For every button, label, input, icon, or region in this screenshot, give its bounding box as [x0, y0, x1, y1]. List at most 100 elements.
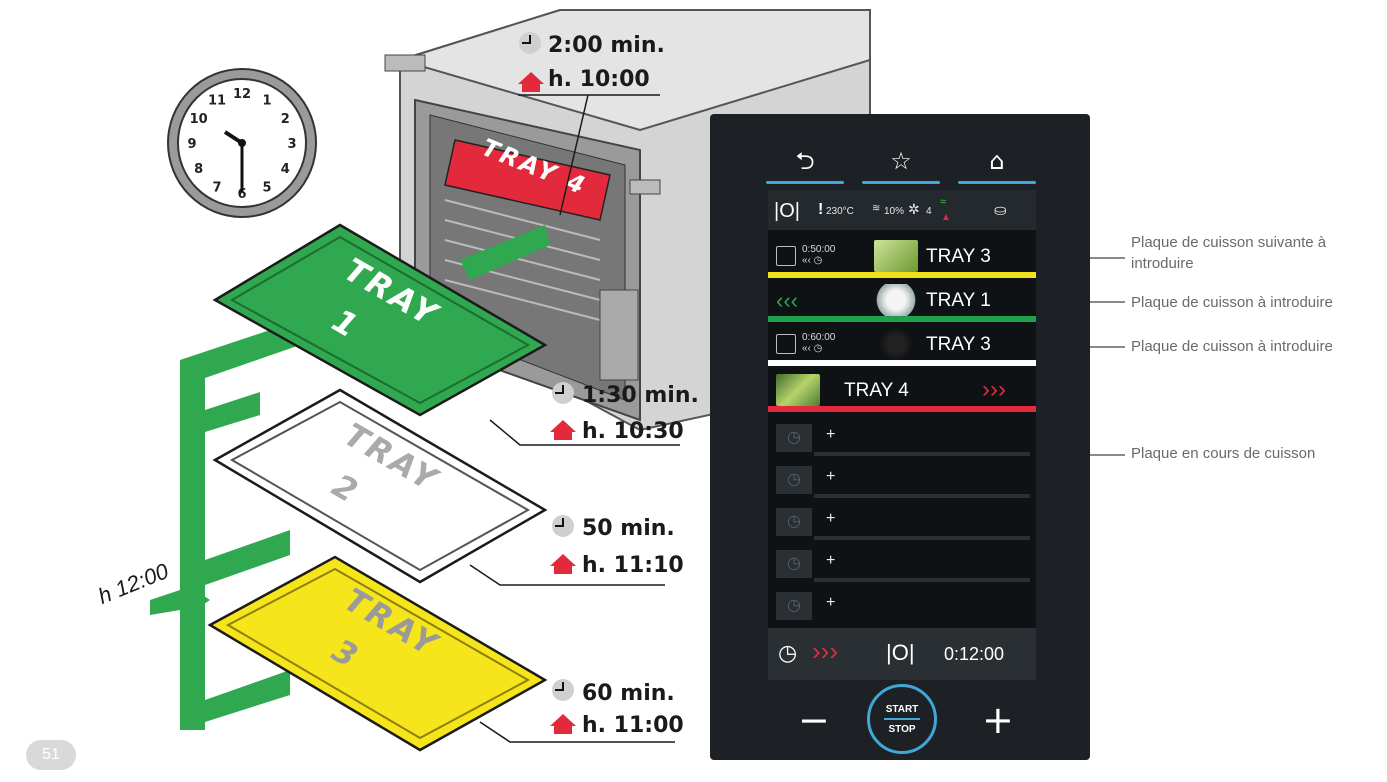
oven-control-panel: ⮌ ☆ ⌂ |O| ! 230°C ≋ 10% ✲ 4 ≈ ▲ ⛀ 0:50:0…: [710, 114, 1090, 760]
timing-leaders: [469, 94, 680, 743]
svg-text:50 min.: 50 min.: [582, 516, 675, 541]
humidity-icon: ≋: [872, 203, 881, 214]
annotation-insert-tray-2: Plaque de cuisson à introduire: [1131, 338, 1333, 355]
tray-row-bar-white: [768, 360, 1036, 366]
favorite-button[interactable]: ☆: [862, 144, 940, 184]
food-thumbnail: [874, 328, 918, 360]
page-number: 51: [26, 740, 76, 770]
oven-tray-red: [444, 139, 611, 221]
food-thumbnail: [874, 240, 918, 272]
timing-50min: 50 min. h. 11:10: [550, 515, 684, 578]
bottom-status-bar: ◷ ››› |O| 0:12:00: [768, 628, 1036, 680]
food-thumbnail: [874, 284, 918, 316]
chevrons-green-icon: ‹‹‹: [776, 288, 798, 313]
timer-icon: ◷: [778, 640, 798, 665]
back-button[interactable]: ⮌: [766, 144, 844, 184]
chevrons-red-icon: ›››: [812, 636, 838, 666]
start-stop-button[interactable]: START STOP: [867, 684, 937, 754]
clock-numeral: 10: [190, 112, 208, 127]
minus-button[interactable]: −: [798, 698, 830, 742]
tray-row-insert-1[interactable]: ‹‹‹ TRAY 1: [768, 280, 1036, 322]
timer-icon: ◷: [776, 592, 812, 620]
tray-1: [212, 223, 548, 417]
svg-text:h. 10:00: h. 10:00: [548, 67, 650, 92]
tray-row-name: TRAY 3: [926, 246, 991, 267]
tray-row-next[interactable]: 0:50:00«‹ ◷ TRAY 3: [768, 236, 1036, 278]
annotation-cooking-tray: Plaque en cours de cuisson: [1131, 445, 1316, 462]
empty-slot[interactable]: ◷+: [768, 586, 1036, 624]
tray-row-bar-yellow: [768, 272, 1036, 278]
plus-button[interactable]: +: [982, 698, 1014, 742]
nav-bar: ⮌ ☆ ⌂: [766, 144, 1038, 186]
status-bar: |O| ! 230°C ≋ 10% ✲ 4 ≈ ▲ ⛀: [768, 190, 1036, 230]
start-label: START: [885, 704, 919, 715]
tray-screen: |O| ! 230°C ≋ 10% ✲ 4 ≈ ▲ ⛀ 0:50:00«‹ ◷ …: [768, 190, 1036, 680]
clock-numeral: 2: [281, 112, 290, 127]
fan-icon: ✲: [908, 201, 920, 217]
add-icon: +: [826, 510, 836, 527]
svg-text:h. 11:10: h. 11:10: [582, 553, 684, 578]
tray-row-bar-red: [768, 406, 1036, 412]
food-thumbnail: [776, 374, 820, 406]
star-icon: ☆: [890, 147, 912, 175]
clock-numeral: 4: [281, 162, 290, 177]
tray-row-insert-3[interactable]: 0:60:00«‹ ◷ TRAY 3: [768, 324, 1036, 366]
tray-3: [207, 555, 548, 752]
clock-numeral: 5: [262, 180, 271, 195]
svg-text:2:00 min.: 2:00 min.: [548, 33, 665, 58]
temperature-icon: !: [818, 201, 824, 218]
cooking-mode-icon: |O|: [774, 200, 800, 222]
tray-row-name: TRAY 4: [844, 380, 909, 401]
temperature-value: 230°C: [826, 206, 854, 217]
annotation-insert-tray-1: Plaque de cuisson à introduire: [1131, 294, 1333, 311]
tray-row-bar-green: [768, 316, 1036, 322]
empty-slot[interactable]: ◷+: [768, 460, 1036, 498]
tray-row-time: 0:50:00«‹ ◷: [802, 244, 836, 266]
timing-60min: 60 min. h. 11:00: [550, 679, 684, 738]
tray-row-cooking[interactable]: TRAY 4 ›››: [768, 370, 1036, 412]
tray-row-name: TRAY 3: [926, 334, 991, 355]
tray-row-name: TRAY 1: [926, 290, 991, 311]
add-icon: +: [826, 426, 836, 443]
tray-row-time: 0:60:00«‹ ◷: [802, 332, 836, 354]
remaining-time: 0:12:00: [944, 644, 1005, 664]
clock-numeral: 11: [208, 94, 226, 109]
tray-type-icon: [776, 334, 796, 354]
tray-type-icon: [776, 246, 796, 266]
empty-slot[interactable]: ◷+: [768, 502, 1036, 540]
timer-icon: ◷: [776, 508, 812, 536]
clock-numeral: 3: [287, 137, 296, 152]
cooking-mode-icon: |O|: [886, 640, 915, 665]
home-icon: ⌂: [989, 147, 1005, 175]
humidity-value: 10%: [884, 206, 905, 217]
clock-numeral: 1: [262, 94, 271, 109]
timer-icon: ◷: [776, 550, 812, 578]
clock-numeral: 9: [187, 137, 196, 152]
clock-numeral: 7: [212, 180, 221, 195]
timing-1-30min: 1:30 min. h. 10:30: [550, 382, 699, 444]
home-button[interactable]: ⌂: [958, 144, 1036, 184]
tray-2: [212, 388, 548, 584]
clock-numeral: 12: [233, 87, 251, 102]
empty-slot[interactable]: ◷+: [768, 544, 1036, 582]
clock-numeral: 8: [194, 162, 203, 177]
add-icon: +: [826, 594, 836, 611]
svg-text:h. 11:00: h. 11:00: [582, 713, 684, 738]
chevrons-timer-icon: «‹ ◷: [802, 343, 823, 354]
add-icon: +: [826, 552, 836, 569]
warning-icon: ▲: [941, 212, 951, 223]
add-icon: +: [826, 468, 836, 485]
wifi-icon: ≈: [940, 196, 947, 208]
svg-text:60 min.: 60 min.: [582, 681, 675, 706]
timing-2min: 2:00 min. h. 10:00: [518, 32, 665, 92]
stop-label: STOP: [888, 724, 916, 735]
chevrons-red-icon: ›››: [982, 376, 1006, 403]
chevrons-timer-icon: «‹ ◷: [802, 255, 823, 266]
cleaning-icon: ⛀: [994, 202, 1007, 219]
empty-slot[interactable]: ◷+: [768, 418, 1036, 456]
fan-value: 4: [926, 206, 932, 217]
svg-text:1:30 min.: 1:30 min.: [582, 383, 699, 408]
